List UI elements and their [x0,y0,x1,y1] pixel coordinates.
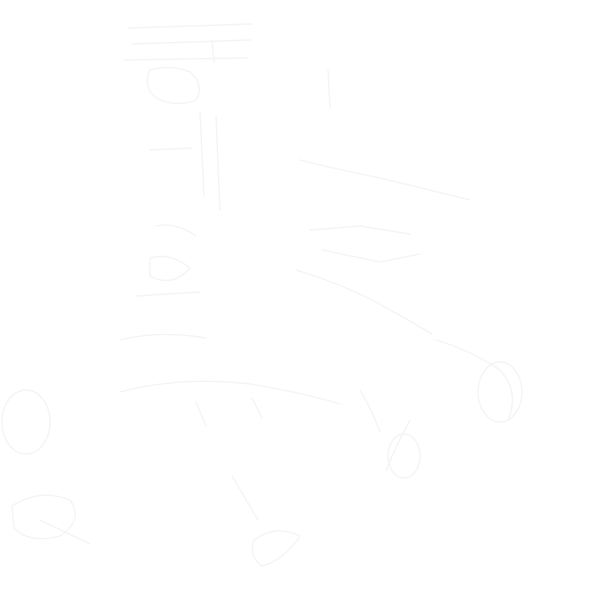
sketch-left-limb [1,389,91,545]
sketch-right-limb [385,339,523,479]
sketch-body [119,111,471,341]
sketch-legs [119,380,381,567]
sketch-head [123,23,331,109]
